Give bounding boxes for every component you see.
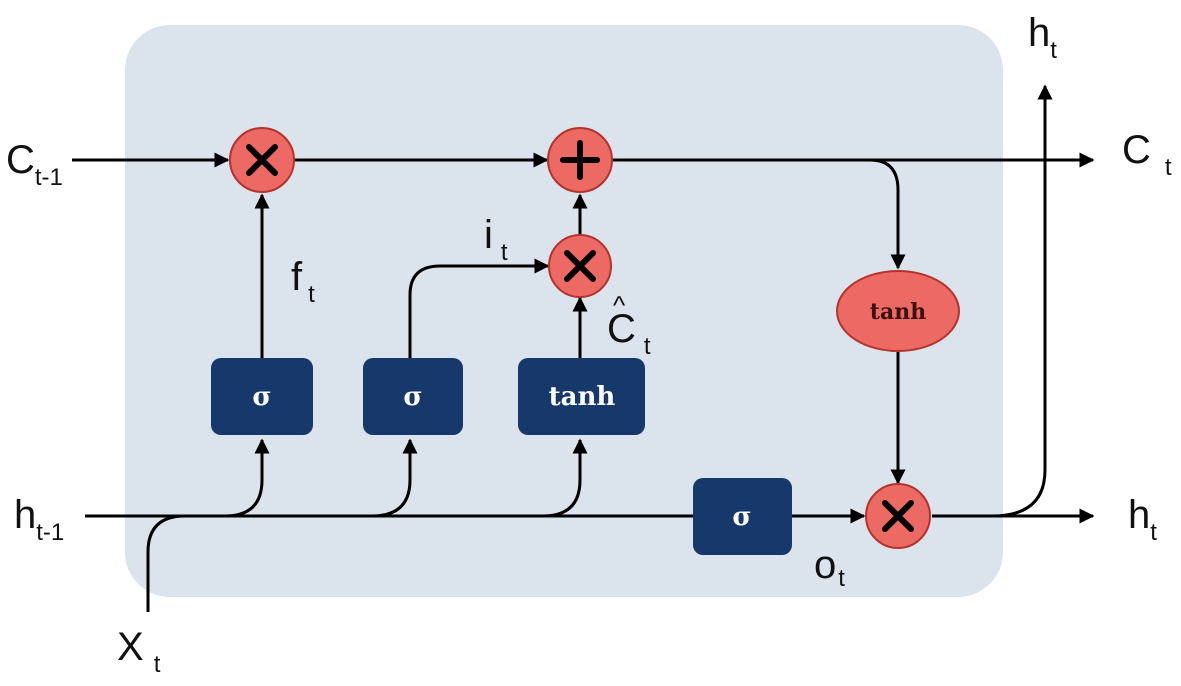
label-c-candidate-hat: ^ (613, 290, 626, 320)
input-multiply-icon (548, 234, 612, 298)
candidate-branch (542, 438, 588, 518)
input-gate-branch (371, 438, 418, 518)
forget-gate-sigma: σ (211, 358, 313, 435)
label-h-out-right: ht (1128, 493, 1157, 546)
candidate-tanh: tanh (518, 358, 645, 435)
cell-add-plus-icon (547, 127, 613, 193)
cell-state-to-tanh-wire (612, 158, 906, 270)
output-multiply-icon (865, 483, 931, 549)
svg-text:σ: σ (252, 382, 271, 412)
label-o-gate: ot (814, 543, 845, 592)
x-input-wire (146, 514, 186, 612)
forget-input-branch (224, 438, 270, 518)
input-gate-sigma: σ (363, 358, 463, 435)
svg-text:tanh: tanh (870, 299, 926, 325)
label-h-out-top: ht (1028, 11, 1057, 64)
svg-text:σ: σ (403, 382, 422, 412)
output-gate-sigma: σ (693, 478, 792, 555)
cell-tanh: tanh (836, 270, 960, 352)
label-h-prev: ht-1 (14, 493, 64, 546)
cell-background (125, 25, 1003, 597)
forget-multiply-icon (229, 127, 295, 193)
label-c-prev: Ct-1 (6, 138, 63, 191)
input-gate-wire (408, 258, 550, 358)
svg-text:σ: σ (732, 502, 751, 532)
svg-text:tanh: tanh (549, 382, 616, 412)
hidden-up-wire (991, 84, 1053, 518)
